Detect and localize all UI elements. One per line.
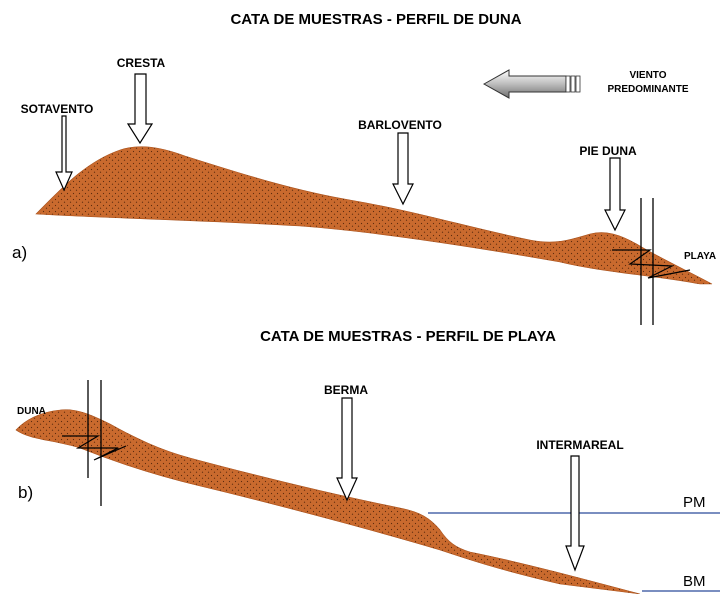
sotavento-arrow-icon bbox=[55, 115, 73, 192]
duna-label: DUNA bbox=[17, 406, 46, 417]
dune-sand-profile bbox=[35, 146, 713, 285]
cresta-arrow-icon bbox=[126, 73, 154, 145]
playa-label: PLAYA bbox=[684, 251, 716, 262]
wind-label-line1: VIENTO bbox=[629, 70, 666, 81]
panel-a-label: a) bbox=[12, 243, 27, 262]
barlovento-arrow-icon bbox=[392, 132, 414, 206]
intermareal-label: INTERMAREAL bbox=[536, 438, 623, 452]
wind-arrow-icon bbox=[482, 69, 581, 99]
pie-duna-arrow-icon bbox=[604, 157, 626, 232]
pm-label: PM bbox=[683, 494, 706, 511]
bm-label: BM bbox=[683, 573, 706, 590]
cresta-label: CRESTA bbox=[117, 56, 166, 70]
beach-profile-title: CATA DE MUESTRAS - PERFIL DE PLAYA bbox=[260, 328, 556, 345]
dune-sampling-zigzag bbox=[612, 249, 691, 279]
berma-arrow-icon bbox=[336, 397, 358, 502]
beach-sand-profile bbox=[15, 409, 641, 594]
berma-label: BERMA bbox=[324, 383, 368, 397]
wind-label-line2: PREDOMINANTE bbox=[607, 84, 688, 95]
panel-b-label: b) bbox=[18, 483, 33, 502]
barlovento-label: BARLOVENTO bbox=[358, 118, 442, 132]
pie-duna-label: PIE DUNA bbox=[579, 144, 637, 158]
intermareal-arrow-icon bbox=[565, 455, 585, 572]
sotavento-label: SOTAVENTO bbox=[21, 102, 94, 116]
dune-profile-title: CATA DE MUESTRAS - PERFIL DE DUNA bbox=[230, 11, 521, 28]
beach-sampling-zigzag bbox=[62, 435, 127, 461]
